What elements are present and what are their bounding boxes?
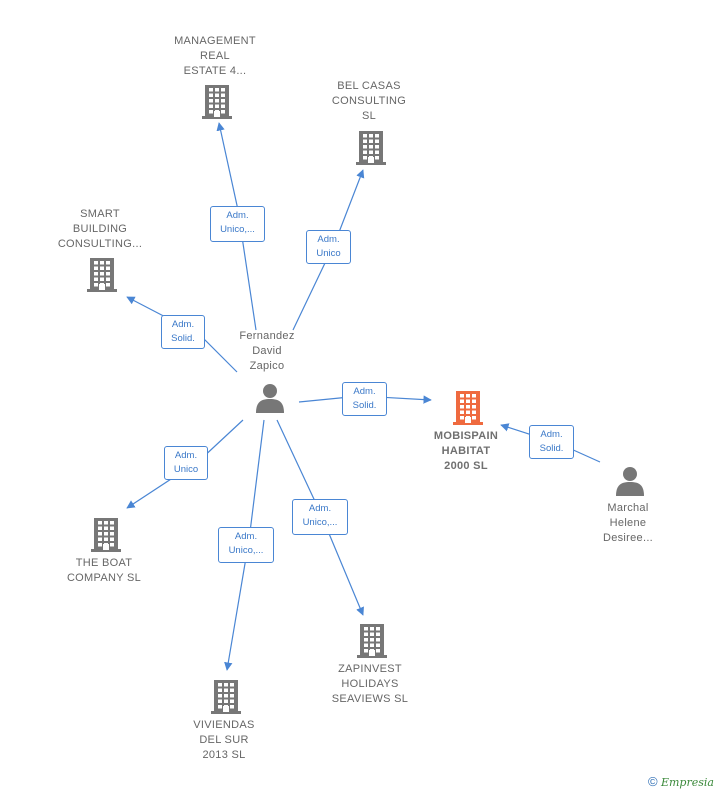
person-icon[interactable] xyxy=(615,466,645,501)
edge-role-label[interactable]: Adm. Unico,... xyxy=(218,527,274,563)
building-glyph-icon xyxy=(453,391,483,425)
building-glyph-icon xyxy=(87,258,117,292)
building-icon[interactable] xyxy=(357,624,387,663)
building-glyph-icon xyxy=(356,131,386,165)
edge-role-label[interactable]: Adm. Unico xyxy=(164,446,208,480)
building-icon[interactable] xyxy=(453,391,483,430)
building-icon[interactable] xyxy=(87,258,117,297)
edge-role-label[interactable]: Adm. Solid. xyxy=(342,382,387,416)
copyright-symbol: © xyxy=(648,774,658,789)
building-icon[interactable] xyxy=(202,85,232,124)
node-label[interactable]: MANAGEMENT REAL ESTATE 4... xyxy=(174,35,256,77)
person-glyph-icon xyxy=(256,384,284,413)
building-glyph-icon xyxy=(211,680,241,714)
node-label[interactable]: Marchal Helene Desiree... xyxy=(602,502,654,544)
building-glyph-icon xyxy=(91,518,121,552)
building-icon[interactable] xyxy=(91,518,121,557)
edge-role-label[interactable]: Adm. Unico,... xyxy=(292,499,348,535)
person-icon[interactable] xyxy=(255,383,285,418)
person-glyph-icon xyxy=(616,467,644,496)
building-icon[interactable] xyxy=(211,680,241,719)
node-label[interactable]: VIVIENDAS DEL SUR 2013 SL xyxy=(193,719,255,761)
node-label[interactable]: MOBISPAIN HABITAT 2000 SL xyxy=(433,430,499,472)
node-label[interactable]: Fernandez David Zapico xyxy=(239,330,295,372)
edge-role-label[interactable]: Adm. Solid. xyxy=(161,315,205,349)
node-label[interactable]: THE BOAT COMPANY SL xyxy=(66,557,142,584)
node-label[interactable]: ZAPINVEST HOLIDAYS SEAVIEWS SL xyxy=(331,663,409,705)
building-glyph-icon xyxy=(202,85,232,119)
building-icon[interactable] xyxy=(356,131,386,170)
node-label[interactable]: SMART BUILDING CONSULTING... xyxy=(57,208,143,250)
edge-role-label[interactable]: Adm. Unico,... xyxy=(210,206,265,242)
edge-role-label[interactable]: Adm. Solid. xyxy=(529,425,574,459)
building-glyph-icon xyxy=(357,624,387,658)
brand-logo[interactable]: Empresia xyxy=(660,776,714,789)
node-label[interactable]: BEL CASAS CONSULTING SL xyxy=(331,80,407,122)
footer: © Empresia xyxy=(648,774,714,789)
edge-role-label[interactable]: Adm. Unico xyxy=(306,230,351,264)
